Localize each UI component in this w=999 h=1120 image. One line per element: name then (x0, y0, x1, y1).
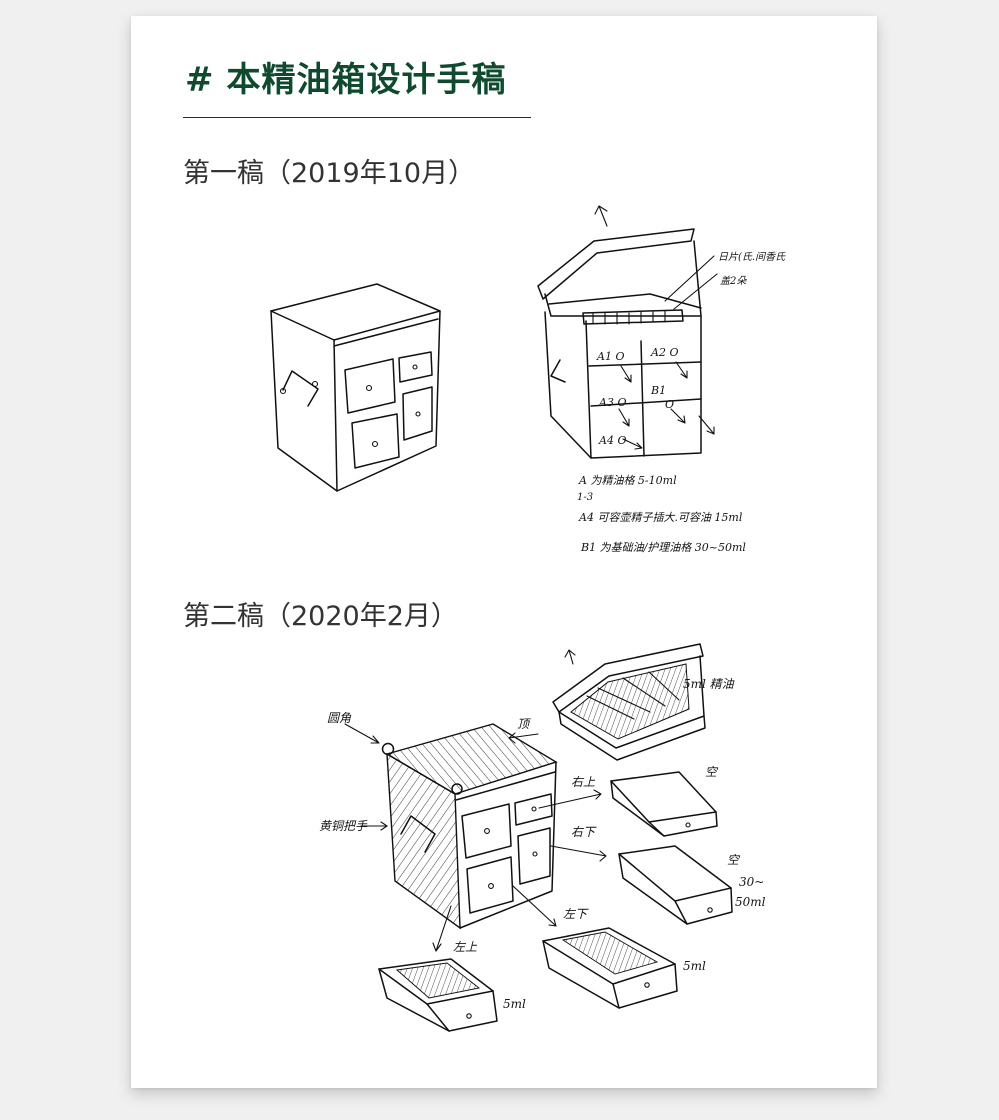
draft2-lower-left-drawer: 5ml (542, 927, 706, 1009)
annot-lid-tray: 5ml 精油 (683, 677, 735, 691)
annot-corner: 圆角 (327, 711, 352, 725)
annot-b1: B1 (650, 384, 666, 397)
annot-5ml-b: 5ml (503, 997, 526, 1011)
title-hash: # (185, 60, 215, 100)
draft2-box-sketch: 圆角 顶 黄铜把手 右上 右下 左下 左上 (319, 711, 607, 954)
annot-upper-left: 左上 (453, 940, 478, 954)
annot-tray: 盖2朵 (720, 275, 747, 287)
annot-note-2: A4 可容壶精子插大.可容油 15ml (578, 511, 743, 524)
annot-empty-2: 空 (727, 853, 741, 867)
draft2-lid-tray-sketch: 5ml 精油 (552, 643, 735, 761)
title-underline (183, 117, 531, 118)
annot-upper-right: 右上 (571, 775, 596, 789)
page-title: # 本精油箱设计手稿 (185, 58, 507, 102)
annot-note-1-sub: 1-3 (577, 492, 593, 503)
annot-top: 顶 (517, 717, 531, 731)
draft2-lower-right-drawer: 空 30~ 50ml (618, 845, 766, 925)
draft2-upper-right-drawer: 空 (610, 765, 719, 837)
annot-note-1: A 为精油格 5-10ml (578, 474, 677, 487)
draft1-closed-box-sketch (270, 283, 441, 492)
annot-a1: A1 O (596, 350, 624, 363)
annot-note-3: B1 为基础油/护理油格 30~50ml (580, 541, 746, 554)
section-heading-draft-1: 第一稿（2019年10月） (183, 158, 476, 189)
annot-size-50: 50ml (735, 895, 766, 909)
annot-empty-1: 空 (705, 765, 719, 779)
annot-a2: A2 O (650, 346, 678, 359)
annot-5ml-a: 5ml (683, 959, 706, 973)
annot-lower-right: 右下 (571, 825, 597, 839)
document-page: # 本精油箱设计手稿 第一稿（2019年10月） 第二稿（2020年2月） (131, 16, 877, 1088)
annot-lid-inner: 日片(氏.间香氏 (718, 251, 786, 263)
annot-size-30: 30~ (739, 875, 764, 889)
annot-handle: 黄铜把手 (319, 819, 368, 833)
draft1-open-box-sketch: A1 O A2 O A3 O B1 O A4 O 日片(氏.间香氏 盖2朵 A … (537, 205, 786, 554)
annot-a3: A3 O (598, 396, 626, 409)
design-sketches: A1 O A2 O A3 O B1 O A4 O 日片(氏.间香氏 盖2朵 A … (270, 205, 786, 1032)
title-text: 本精油箱设计手稿 (226, 60, 507, 100)
annot-a4: A4 O (598, 434, 626, 447)
annot-lower-left: 左下 (563, 907, 589, 921)
draft2-upper-left-drawer: 5ml (378, 958, 526, 1032)
section-heading-draft-2: 第二稿（2020年2月） (183, 601, 458, 632)
annot-b1-knob: O (665, 398, 674, 411)
